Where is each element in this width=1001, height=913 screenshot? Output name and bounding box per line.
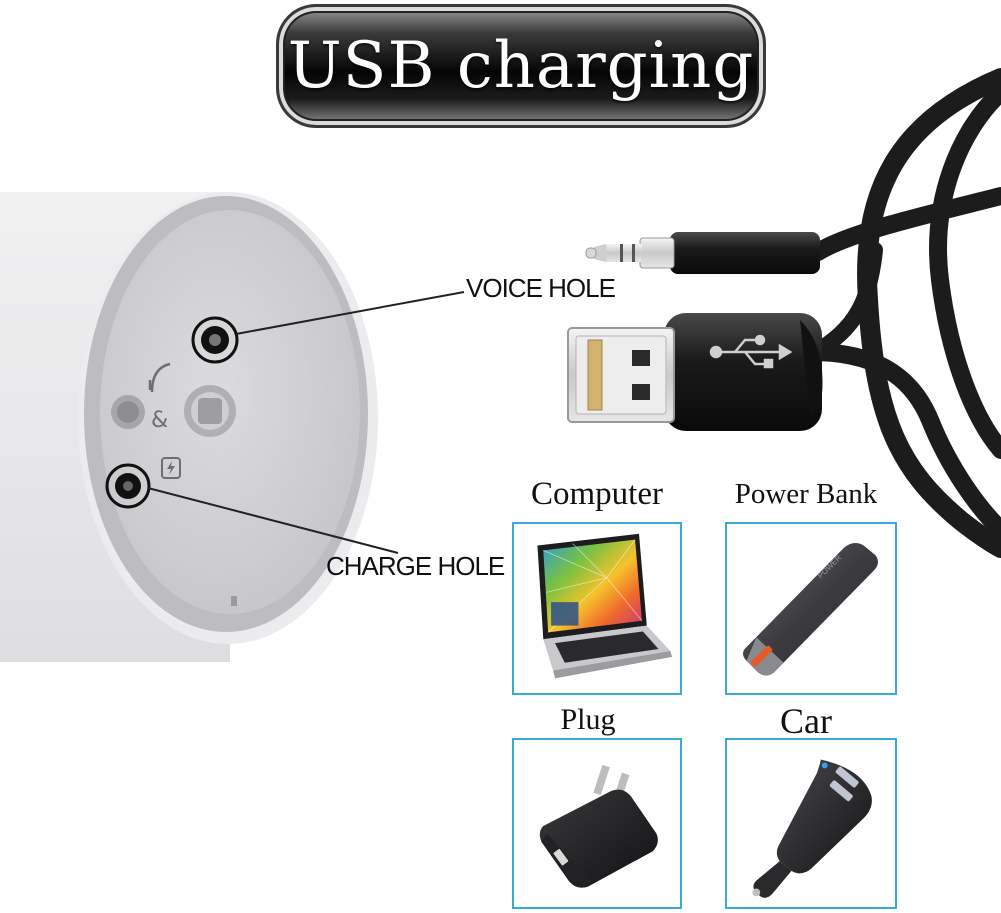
title-banner: USB charging xyxy=(276,4,766,128)
headphone-icon xyxy=(148,362,171,393)
wall-plug-icon xyxy=(539,764,658,888)
lightning-icon xyxy=(161,457,181,479)
wall-plug-image xyxy=(512,738,682,909)
power-bank-icon: POWER xyxy=(743,542,878,676)
usb-icon xyxy=(709,334,793,369)
power-bank-label: Power Bank xyxy=(734,478,878,510)
laptop-icon xyxy=(537,533,673,679)
device-body xyxy=(0,192,378,662)
link-icon: & xyxy=(151,408,168,433)
voice-leader-line xyxy=(235,291,465,335)
voice-hole-marker xyxy=(191,316,239,364)
mic-port xyxy=(111,395,145,429)
plug-label: Plug xyxy=(560,703,616,736)
car-charger-image xyxy=(725,738,897,909)
audio-jack-connector xyxy=(585,232,820,274)
title-text: USB charging xyxy=(287,29,755,103)
usb-a-connector xyxy=(567,313,823,431)
car-label: Car xyxy=(780,701,832,741)
voice-hole-label: VOICE HOLE xyxy=(466,273,616,303)
car-charger-icon xyxy=(752,759,872,898)
center-button xyxy=(184,385,236,437)
charge-hole-marker xyxy=(105,463,151,509)
computer-label: Computer xyxy=(531,476,663,512)
charge-hole-label: CHARGE HOLE xyxy=(326,551,505,581)
power-bank-image: POWER xyxy=(725,522,897,695)
charge-leader-line xyxy=(147,487,399,554)
computer-image xyxy=(512,522,682,695)
cable xyxy=(803,68,1001,558)
